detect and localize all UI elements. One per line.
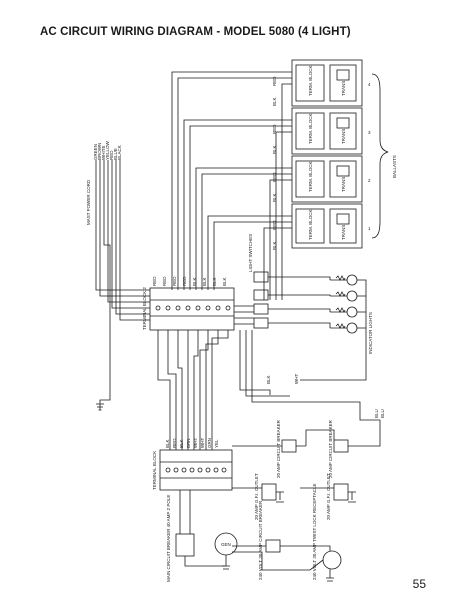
wire-label-blk: BLK: [222, 277, 227, 286]
light-switches-label: LIGHT SWITCHES: [248, 234, 253, 272]
trans-1: TRANS.: [341, 223, 346, 240]
main-breaker-label: MAIN CIRCUIT BREAKER 40 AMP 2 POLE: [166, 495, 171, 582]
wire-label-red: RED: [172, 438, 177, 448]
outlet-right: [300, 483, 356, 503]
breaker-left: [232, 439, 306, 453]
wire-label-wht: WHT: [294, 374, 299, 384]
mast-power-cord-label: MAST POWER CORD: [86, 179, 91, 225]
bus-wires: [157, 330, 380, 450]
cord-color-blue: BLUE: [113, 148, 118, 160]
indicator-lights-label: INDICATOR LIGHTS: [368, 312, 373, 354]
wire-label-wht: WHT: [193, 438, 198, 448]
ballast-2: [291, 155, 363, 203]
wire-label-blk: BLK: [266, 375, 271, 384]
term-block-1: TERM. BLOCK: [308, 209, 313, 240]
wire-label-brn: BRN: [186, 438, 191, 448]
main-breaker: [175, 490, 225, 567]
wire-label-wht: WHT: [200, 438, 205, 448]
term-block-3: TERM. BLOCK: [308, 113, 313, 144]
outlet-right-label: 20 AMP G.F.I. OUTLET: [326, 473, 331, 520]
wire-label-blk: BLK: [165, 439, 170, 448]
wire-label-red: RED: [172, 276, 177, 286]
breaker-right-label: 20 AMP CIRCUIT BREAKER: [328, 419, 333, 478]
wire-label-blk: BLK: [272, 241, 277, 250]
term-block-2: TERM. BLOCK: [308, 161, 313, 192]
wire-label-red: RED: [272, 124, 277, 134]
ballast-wires: [171, 71, 292, 300]
wire-label-blk: BLK: [202, 277, 207, 286]
wire-label-blk: BLK: [272, 145, 277, 154]
wire-label-red: RED: [272, 172, 277, 182]
page-number: 55: [412, 577, 426, 591]
wire-label-red: RED: [152, 276, 157, 286]
ballast-4: [291, 59, 363, 107]
wire-label-red: RED: [182, 276, 187, 286]
ballast-number-2: 2: [368, 178, 371, 183]
outlet-left: [232, 483, 284, 503]
wire-label-blk: BLK: [192, 277, 197, 286]
wire-label-blk: BLK: [179, 439, 184, 448]
trans-3: TRANS.: [341, 127, 346, 144]
terminal-block-2: [149, 287, 235, 331]
ballasts-brace: [371, 73, 389, 239]
outlet-left-label: 20 AMP G.F.I. OUTLET: [254, 473, 259, 520]
wire-label-red: RED: [272, 220, 277, 230]
terminal-block-1-label: TERMINAL BLOCK: [152, 451, 157, 490]
ballast-number-3: 3: [368, 130, 371, 135]
wire-label-blk: BLK: [272, 97, 277, 106]
twist-lock-receptacle-label: 240 VOLT 30 AMP TWIST LOCK RECEPTACLE: [312, 483, 317, 580]
generator: [214, 532, 238, 570]
wire-label-blu: BLU: [380, 409, 385, 418]
wire-label-blk: BLK: [212, 277, 217, 286]
cord-color-red: RED: [109, 150, 114, 160]
cord-color-black: BLACK: [117, 145, 122, 160]
indicator-lights: [300, 274, 367, 381]
wire-label-blu: BLU: [374, 409, 379, 418]
cord-color-brown: BROWN: [97, 143, 102, 160]
wire-label-red: RED: [162, 276, 167, 286]
wire-label-blk: BLK: [272, 193, 277, 202]
cord-color-white: WHITE: [101, 146, 106, 161]
ballast-number-4: 4: [368, 82, 371, 87]
light-switches: [234, 271, 300, 329]
breaker-left-label: 20 AMP CIRCUIT BREAKER: [276, 419, 281, 478]
trans-4: TRANS.: [341, 79, 346, 96]
ballasts-label: BALLASTS: [392, 155, 397, 178]
trans-2: TRANS.: [341, 175, 346, 192]
term-block-4: TERM. BLOCK: [308, 65, 313, 96]
cord-color-yellow: YELLOW: [105, 140, 110, 160]
twist-lock: [232, 539, 342, 582]
diagram-title: AC CIRCUIT WIRING DIAGRAM - MODEL 5080 (…: [40, 26, 351, 38]
terminal-block-1: [159, 449, 233, 491]
wire-label-red: RED: [272, 76, 277, 86]
generator-label: GEN: [221, 542, 231, 547]
cord-color-green: GREEN: [93, 144, 98, 160]
ballast-number-1: 1: [368, 226, 371, 231]
wire-label-yel: YEL: [214, 439, 219, 448]
twist-lock-breaker-label: 240 VOLT 30 AMP CIRCUIT BREAKER: [258, 500, 263, 580]
breaker-right: [305, 420, 381, 453]
wire-label-grn: GRN: [207, 438, 212, 448]
ballast-3: [291, 107, 363, 155]
terminal-block-2-label: TERMINAL BLOCK 2: [142, 287, 147, 330]
ballast-1: [291, 203, 363, 249]
mast-power-cord: [95, 160, 150, 411]
